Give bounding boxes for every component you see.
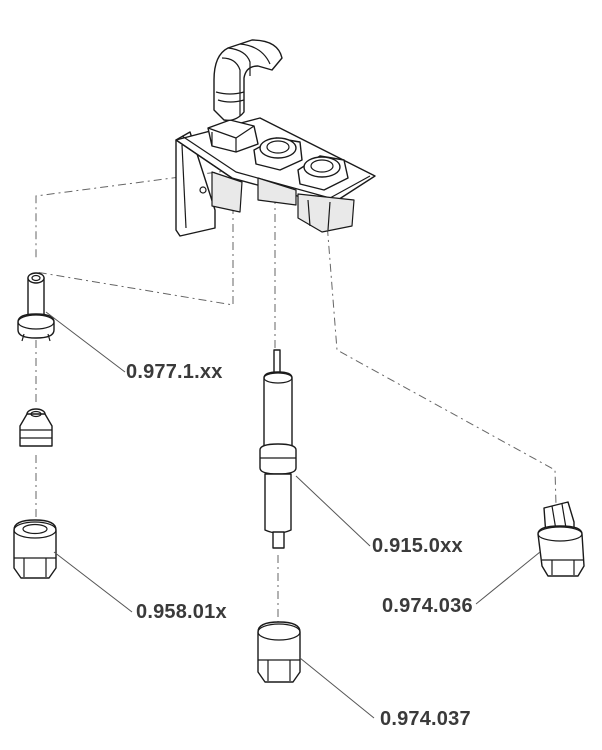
pilot-burner-bracket	[175, 39, 376, 237]
label-electrode-sleeve: 0.977.1.xx	[126, 361, 223, 383]
part-labels: 0.977.1.xx 0.915.0xx 0.958.01x 0.974.036…	[126, 361, 473, 730]
ferrule-part	[19, 408, 53, 447]
label-nut-center: 0.974.037	[380, 708, 471, 730]
nut-center-part	[257, 621, 301, 683]
label-nut-right: 0.974.036	[382, 595, 473, 617]
label-electrode: 0.915.0xx	[372, 535, 463, 557]
electrode-part	[259, 349, 297, 549]
electrode-sleeve-part	[17, 272, 55, 342]
label-nut-left: 0.958.01x	[136, 601, 227, 623]
nut-right-part	[537, 501, 585, 577]
nut-left-part	[13, 519, 57, 579]
leader-lines	[45, 311, 541, 719]
assembly-axis-lines	[35, 169, 557, 625]
